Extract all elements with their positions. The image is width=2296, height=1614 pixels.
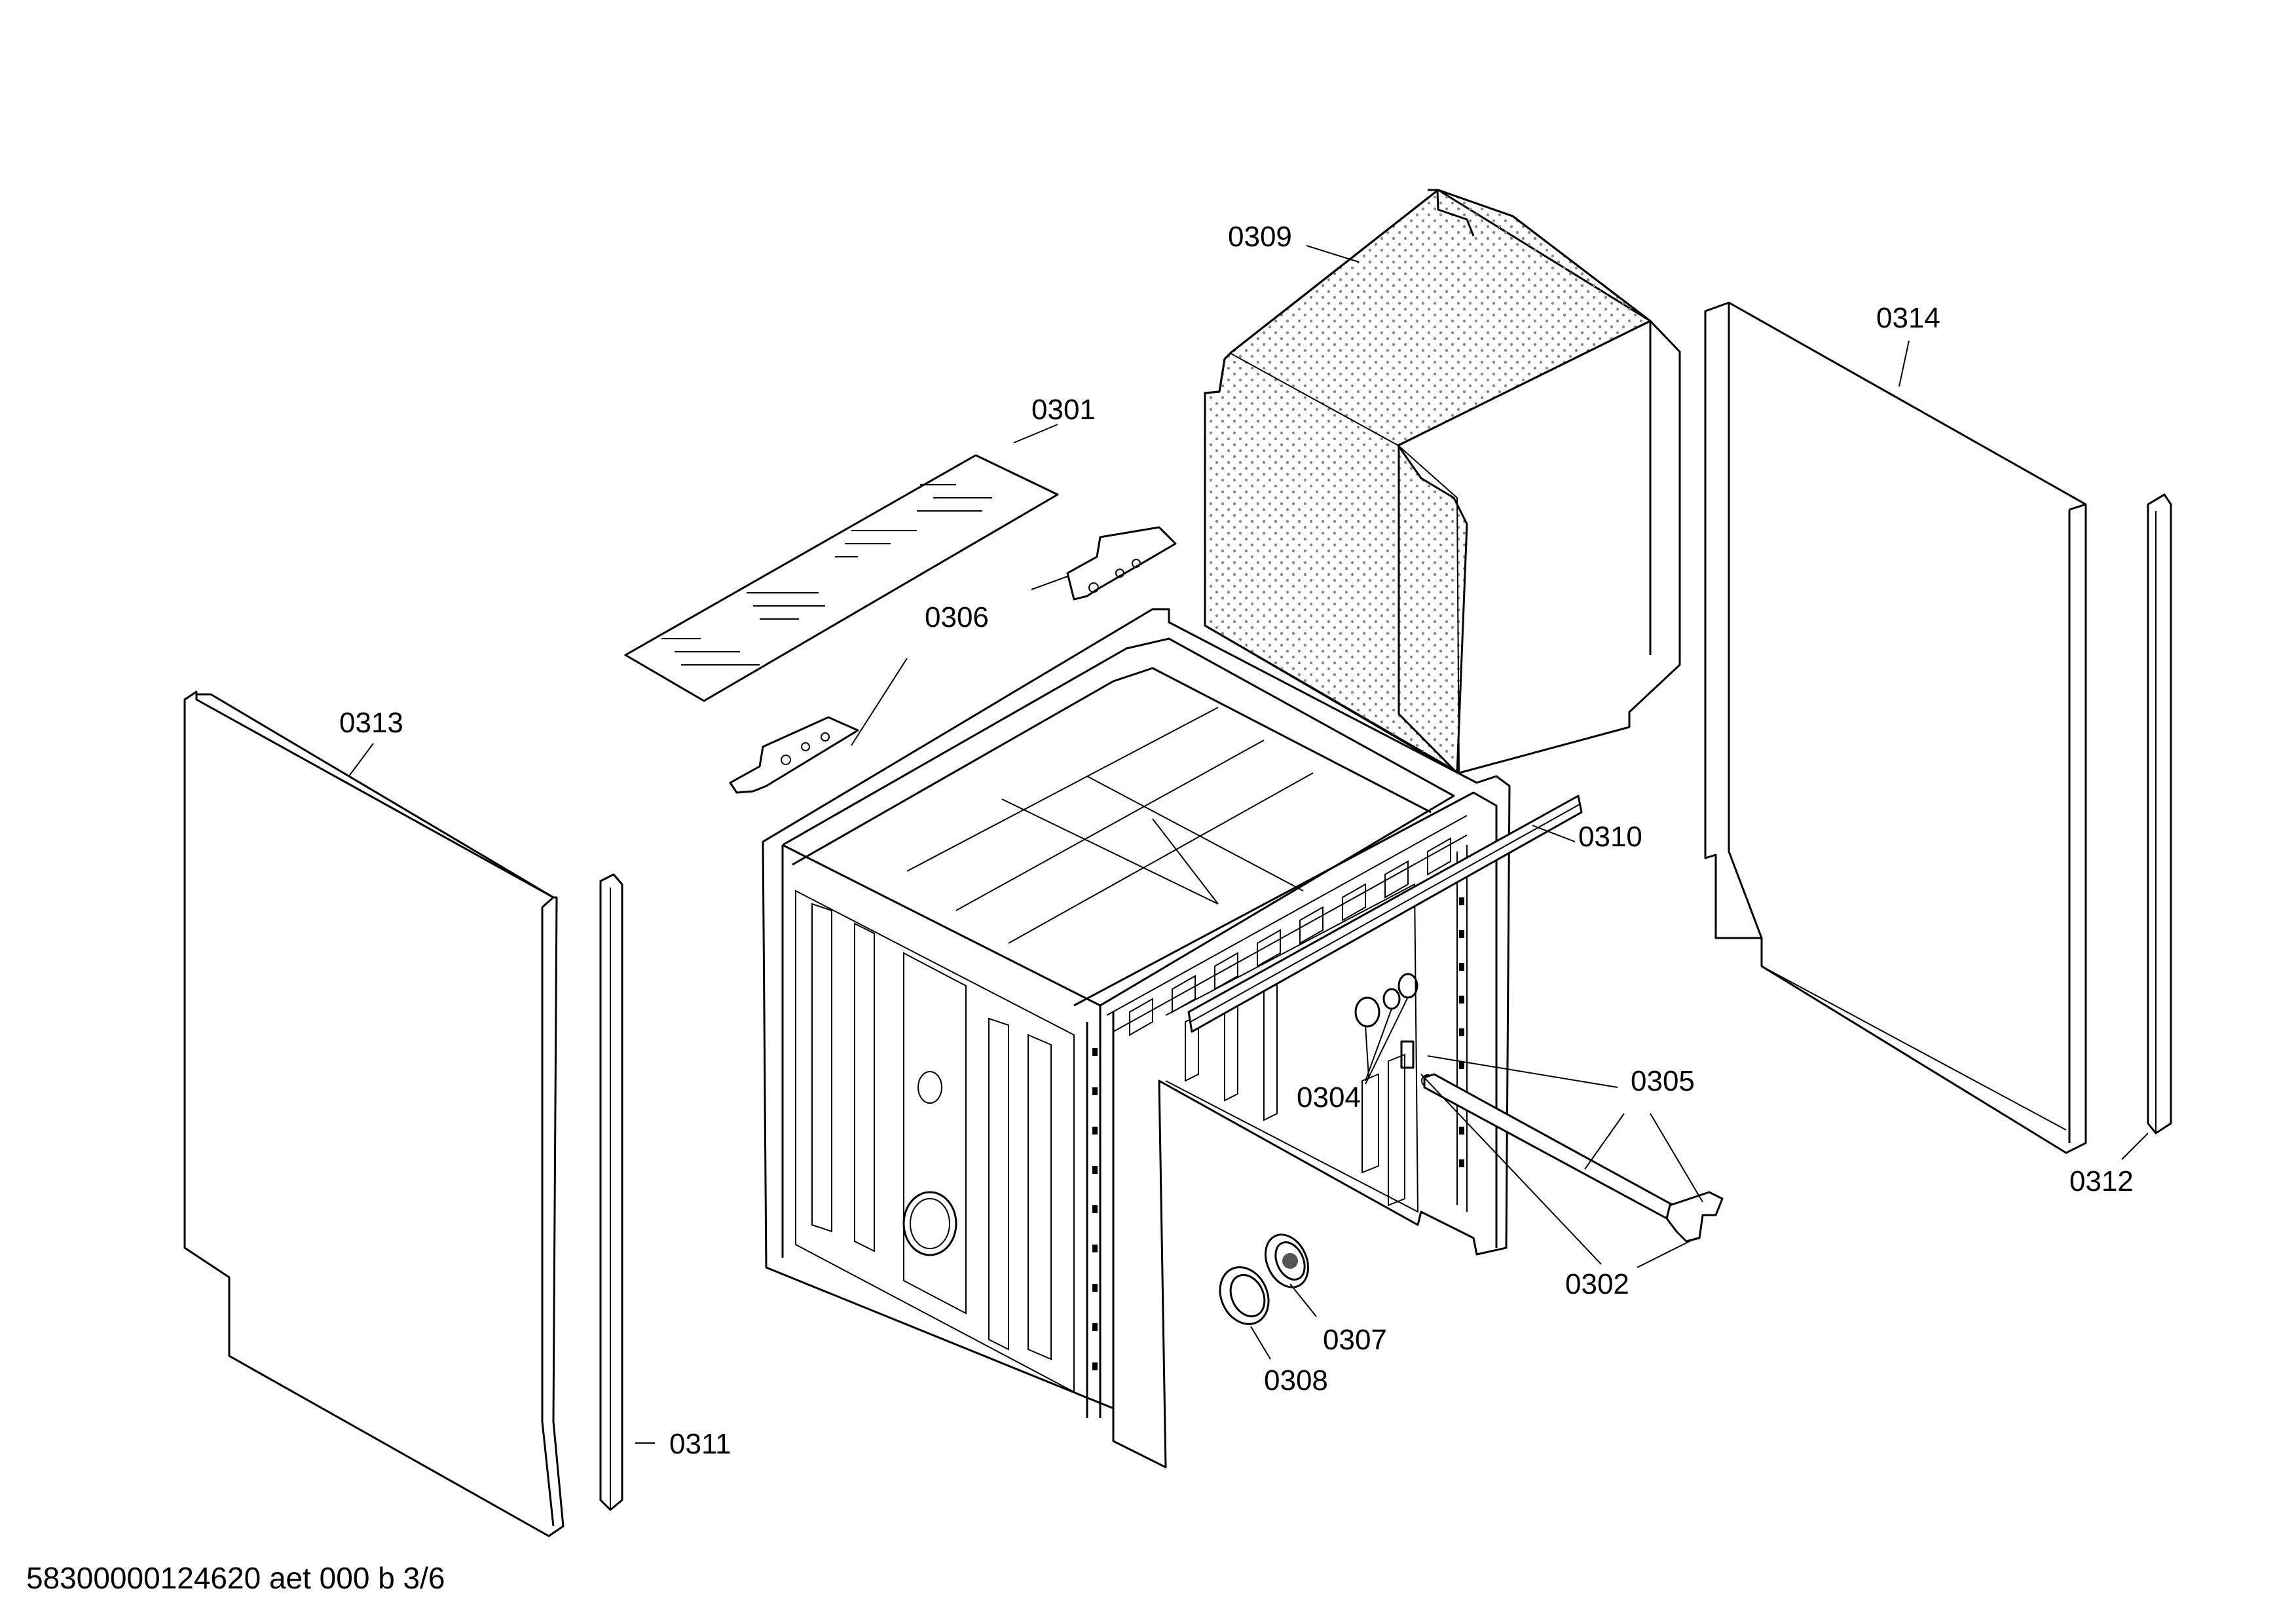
support-bar-drawing xyxy=(1423,1073,1724,1243)
part-labels: 0301 0302 0304 0305 0306 0307 0308 0309 … xyxy=(339,221,2134,1460)
part-0312-label: 0312 xyxy=(2069,1165,2134,1197)
right-side-panel-drawing xyxy=(1704,301,2087,1154)
part-0313-label: 0313 xyxy=(339,707,403,739)
part-0302-label: 0302 xyxy=(1565,1268,1629,1300)
part-0307-label: 0307 xyxy=(1323,1324,1387,1356)
part-0314-label: 0314 xyxy=(1876,302,1940,334)
part-0301-label: 0301 xyxy=(1031,394,1096,426)
rail-drawing xyxy=(1187,795,1583,1033)
part-0309-label: 0309 xyxy=(1228,221,1292,253)
document-id: 58300000124620 aet 000 b 3/6 xyxy=(26,1561,445,1595)
part-0306-label: 0306 xyxy=(925,601,989,633)
dishwasher-tub-drawing xyxy=(762,608,1511,1469)
insulation-box-drawing xyxy=(1204,189,1681,774)
hinge-brackets-drawing xyxy=(729,526,1177,794)
left-strip-drawing xyxy=(599,873,623,1511)
part-0305-label: 0305 xyxy=(1631,1065,1695,1097)
part-0304-label: 0304 xyxy=(1297,1081,1361,1114)
right-strip-drawing xyxy=(2147,493,2172,1135)
top-plate-drawing xyxy=(624,454,1059,702)
rings-drawing xyxy=(1219,1233,1309,1325)
part-0310-label: 0310 xyxy=(1578,821,1642,853)
left-side-panel-drawing xyxy=(183,690,565,1537)
part-0311-label: 0311 xyxy=(669,1428,731,1460)
part-0308-label: 0308 xyxy=(1264,1364,1328,1397)
leader-lines xyxy=(348,245,2149,1444)
